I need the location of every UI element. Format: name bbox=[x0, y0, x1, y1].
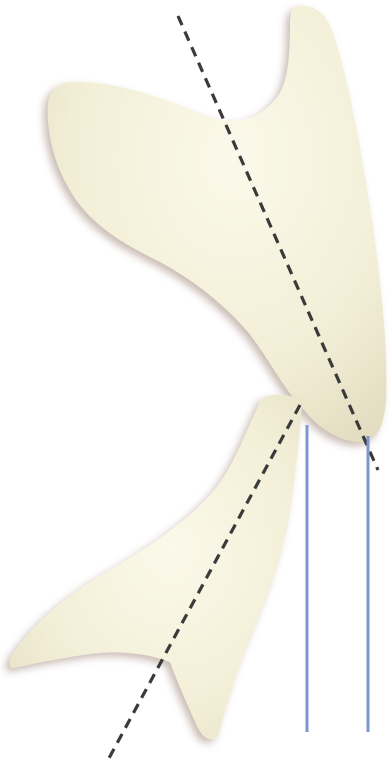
tooth-axis-illustration bbox=[0, 0, 390, 766]
